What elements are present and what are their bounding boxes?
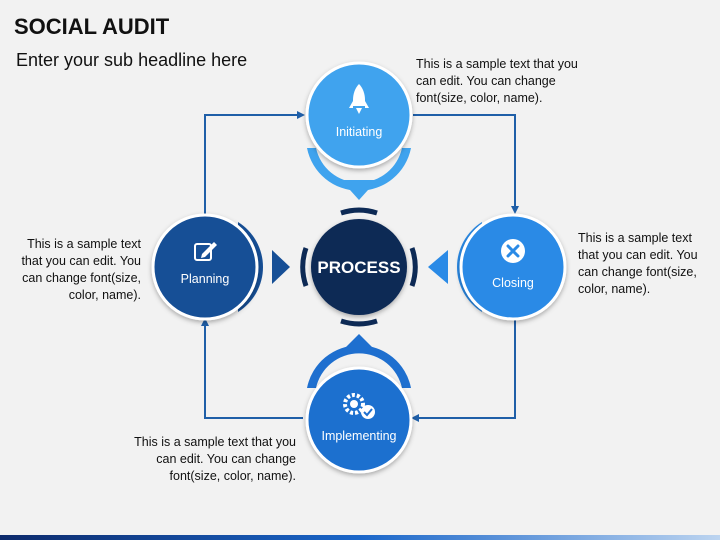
node-initiating-label: Initiating <box>336 125 383 139</box>
center-ring <box>300 207 418 327</box>
center-node: PROCESS <box>311 219 407 315</box>
note-line: that you can edit. You <box>21 254 141 268</box>
node-implementing: Implementing <box>305 366 413 474</box>
connector-planning-to-initiating <box>204 111 305 215</box>
connector-implementing-to-planning <box>201 318 303 419</box>
implementing-pointer <box>341 334 377 352</box>
node-planning: Planning <box>151 213 259 321</box>
note-line: This is a sample text <box>578 231 692 245</box>
planning-arc <box>238 222 290 312</box>
note-line: This is a sample text that you <box>134 435 296 449</box>
initiating-pointer <box>341 180 377 200</box>
planning-pointer <box>272 250 290 284</box>
note-line: This is a sample text that you <box>416 57 578 71</box>
rocket-icon <box>349 84 369 114</box>
initiating-arc <box>307 148 411 200</box>
note-line: font(size, color, name). <box>416 91 543 105</box>
close-circle-icon <box>501 239 525 263</box>
note-line: can edit. You can change <box>156 452 296 466</box>
gears-check-icon <box>343 393 375 419</box>
center-ring-arc <box>340 207 378 216</box>
note-line: font(size, color, name). <box>169 469 296 483</box>
node-closing: Closing <box>459 213 567 321</box>
connectors <box>201 111 519 422</box>
connector-initiating-to-closing <box>413 114 519 214</box>
note-line: can change font(size, <box>578 265 697 279</box>
node-closing-label: Closing <box>492 276 534 290</box>
note-line: color, name). <box>68 288 141 302</box>
note-right: This is a sample text that you can edit.… <box>578 230 718 298</box>
connector-closing-to-implementing <box>411 318 516 422</box>
note-line: that you can edit. You <box>578 248 698 262</box>
edit-icon <box>194 242 217 261</box>
slide-title: SOCIAL AUDIT <box>14 14 170 39</box>
note-left: This is a sample text that you can edit.… <box>4 236 141 304</box>
closing-arc <box>428 222 482 312</box>
note-line: can change font(size, <box>22 271 141 285</box>
slide-subtitle: Enter your sub headline here <box>16 50 248 70</box>
implementing-arc <box>307 334 411 388</box>
node-initiating: Initiating <box>305 61 413 169</box>
note-line: can edit. You can change <box>416 74 556 88</box>
center-label: PROCESS <box>317 258 400 277</box>
note-line: This is a sample text <box>27 237 141 251</box>
note-bottom: This is a sample text that you can edit.… <box>100 434 296 485</box>
node-planning-label: Planning <box>181 272 230 286</box>
closing-pointer <box>428 250 448 284</box>
center-ring-arc <box>340 318 378 327</box>
node-implementing-label: Implementing <box>321 429 396 443</box>
center-ring-arc <box>409 247 418 287</box>
note-top-right: This is a sample text that you can edit.… <box>416 56 616 107</box>
bottom-accent-bar <box>0 535 720 540</box>
note-line: color, name). <box>578 282 651 296</box>
center-ring-arc <box>300 247 309 287</box>
